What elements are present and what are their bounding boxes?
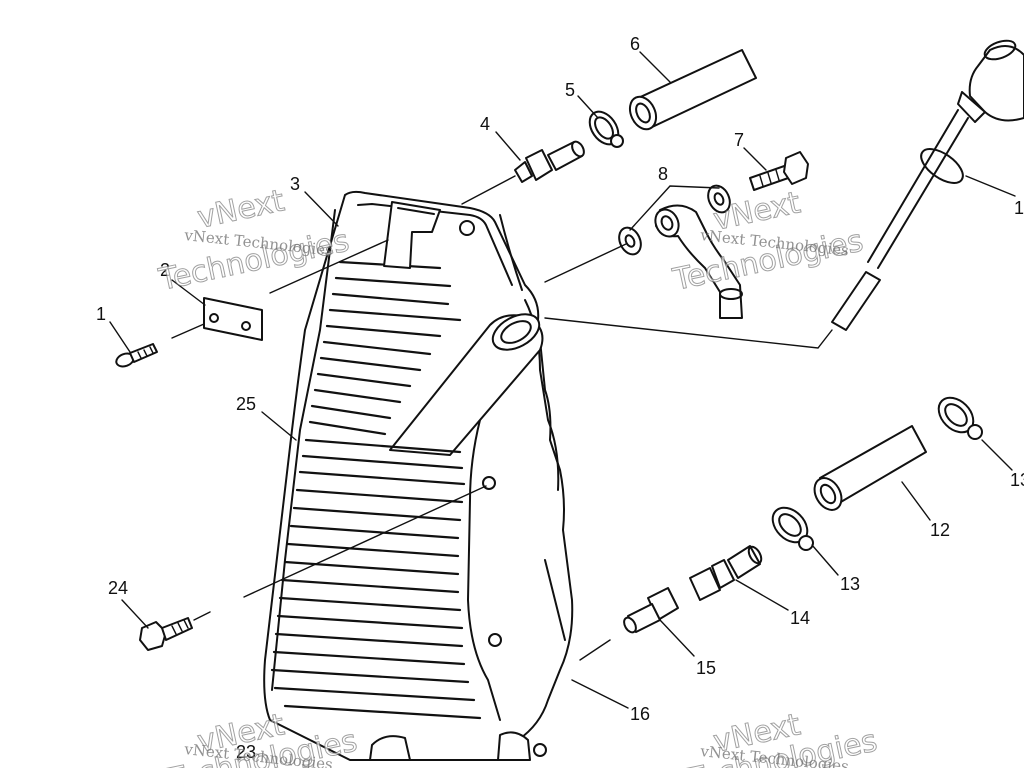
label-part-5: 5 — [565, 80, 575, 100]
clamp-13-lower — [771, 506, 814, 551]
hose-12 — [813, 425, 927, 511]
label-part-13-lower: 13 — [840, 574, 860, 594]
watermark-top-right: vNext Technologies vNext Technologies — [669, 185, 867, 299]
plate-2 — [203, 297, 263, 341]
label-part-2: 2 — [160, 260, 170, 280]
bracket-3 — [383, 201, 441, 269]
label-part-12: 12 — [930, 520, 950, 540]
label-part-15: 15 — [696, 658, 716, 678]
watermark-bottom-right: vNext Technologies vNext Technologies — [683, 707, 881, 768]
label-part-10: 1 — [1014, 198, 1024, 218]
plug-15 — [623, 587, 679, 634]
label-part-24: 24 — [108, 578, 128, 598]
label-part-8: 8 — [658, 164, 668, 184]
part-labels: 1 2 3 4 5 6 7 8 1 12 13 13 14 15 16 23 2… — [96, 34, 1024, 762]
watermark-bottom-left: vNext Technologies vNext Technologies — [163, 707, 361, 768]
label-part-6: 6 — [630, 34, 640, 54]
assembly-lines — [109, 51, 1016, 709]
hose-6 — [628, 49, 757, 131]
label-part-1: 1 — [96, 304, 106, 324]
banjo-fitting-8 — [618, 184, 743, 319]
label-part-4: 4 — [480, 114, 490, 134]
fitting-14 — [689, 545, 763, 601]
label-part-23: 23 — [236, 742, 256, 762]
oil-tank — [263, 190, 574, 761]
label-part-14: 14 — [790, 608, 810, 628]
fitting-4 — [514, 140, 585, 183]
screw-1 — [115, 343, 158, 368]
clamp-13-upper — [937, 396, 983, 440]
tank-ribs — [270, 260, 482, 720]
dipstick-10 — [831, 39, 1024, 331]
label-part-25: 25 — [236, 394, 256, 414]
bolt-7 — [749, 151, 809, 191]
label-part-13-upper: 13 — [1010, 470, 1024, 490]
label-part-3: 3 — [290, 174, 300, 194]
bolt-24 — [139, 617, 193, 651]
label-part-16: 16 — [630, 704, 650, 724]
label-part-7: 7 — [734, 130, 744, 150]
clamp-5 — [588, 110, 624, 148]
